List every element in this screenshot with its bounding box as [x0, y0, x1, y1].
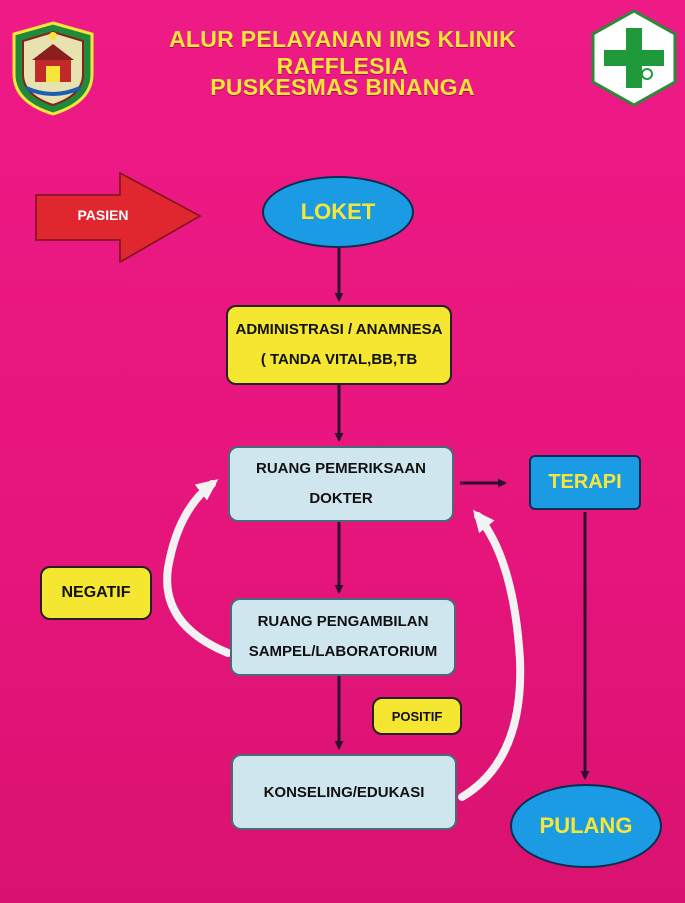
poster-title: ALUR PELAYANAN IMS KLINIK RAFFLESIA	[169, 26, 516, 79]
pasien-label: PASIEN	[77, 207, 129, 223]
positif-badge: POSITIF	[372, 697, 462, 735]
poster-subtitle: PUSKESMAS BINANGA	[210, 74, 475, 100]
puskesmas-cross-icon	[589, 8, 679, 108]
loket-node: LOKET	[262, 176, 414, 248]
ruang-pemeriksaan-node: RUANG PEMERIKSAAN DOKTER	[228, 446, 454, 522]
tanda-vital-label: ( TANDA VITAL,BB,TB	[260, 351, 418, 368]
terapi-node: TERAPI	[529, 455, 641, 510]
administrasi-label: ADMINISTRASI / ANAMNESA	[235, 321, 443, 338]
pasien-arrow	[35, 171, 202, 264]
negatif-badge: NEGATIF	[40, 566, 152, 620]
dokter-label: DOKTER	[309, 490, 373, 507]
laboratorium-node: RUANG PENGAMBILAN SAMPEL/LABORATORIUM	[230, 598, 456, 676]
konseling-node: KONSELING/EDUKASI	[231, 754, 457, 830]
regional-crest-icon	[8, 20, 98, 116]
curved-arrow-negatif	[163, 479, 232, 657]
ruang-pengambilan-label: RUANG PENGAMBILAN	[257, 613, 429, 630]
ruang-pemeriksaan-label: RUANG PEMERIKSAAN	[255, 460, 426, 477]
sampel-laboratorium-label: SAMPEL/LABORATORIUM	[248, 643, 438, 660]
administrasi-node: ADMINISTRASI / ANAMNESA ( TANDA VITAL,BB…	[226, 305, 452, 385]
pulang-node: PULANG	[510, 784, 662, 868]
curved-arrow-positif	[458, 509, 525, 801]
